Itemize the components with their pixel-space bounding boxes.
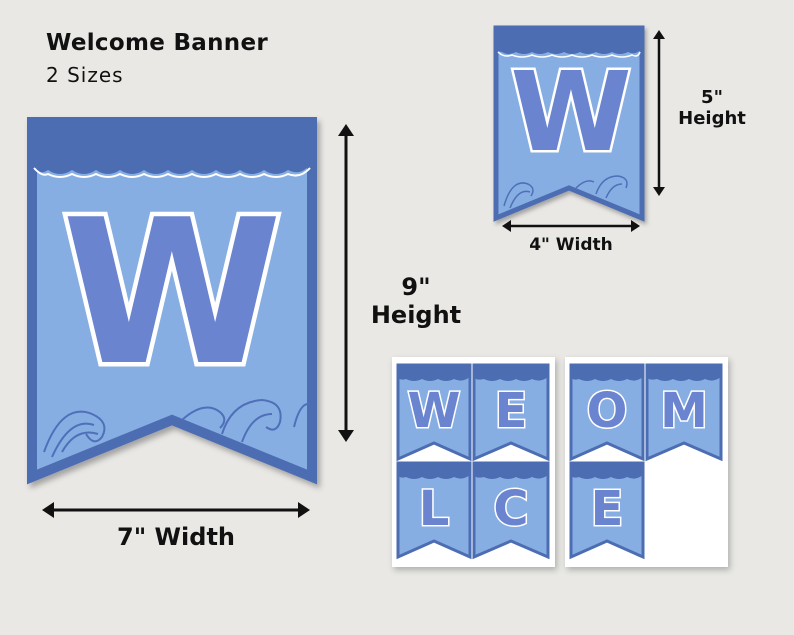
sheet-2-letter-2: M xyxy=(660,383,708,439)
small-width-label: 4" Width xyxy=(529,235,613,255)
small-height-value: 5" xyxy=(701,87,723,108)
large-banner-flag xyxy=(27,117,317,485)
large-height-word: Height xyxy=(370,300,462,329)
sheet-2-flag-3: E xyxy=(569,461,645,560)
sheet-1-flag-3: L xyxy=(396,461,472,560)
small-banner-letter-text: W xyxy=(510,48,631,176)
small-width-arrow xyxy=(502,220,640,232)
small-banner-flag xyxy=(493,25,645,222)
sheet-1-flag-4: C xyxy=(472,461,550,560)
large-banner-letter-text: W xyxy=(62,177,283,410)
banner-title: Welcome Banner xyxy=(46,30,268,56)
sheet-1-letter-4: C xyxy=(493,481,528,537)
sheet-1-letter-3: L xyxy=(419,481,450,537)
small-height-label: 5" Height xyxy=(664,87,760,129)
sheet-2-flag-1: O xyxy=(569,363,645,462)
sheet-2-flag-2: M xyxy=(645,363,723,462)
sheet-2-letter-1: O xyxy=(587,383,628,439)
sheet-1-letter-2: E xyxy=(495,383,528,439)
large-height-label: 9" Height xyxy=(346,273,486,329)
sheet-2-letter-3: E xyxy=(591,481,624,537)
small-height-word: Height xyxy=(678,107,746,129)
large-width-arrow xyxy=(42,502,310,518)
large-banner-letter: W xyxy=(57,173,287,415)
sheet-1-flag-2: E xyxy=(472,363,550,462)
sheet-1-letter-1: W xyxy=(408,383,461,439)
large-height-arrow xyxy=(338,124,354,442)
large-width-label: 7" Width xyxy=(117,523,235,551)
sheet-1-flags: W E L C xyxy=(396,363,550,560)
sheet-1-flag-1: W xyxy=(396,363,472,462)
sheet-2-flags: O M E xyxy=(569,363,723,560)
banner-subtitle: 2 Sizes xyxy=(46,63,124,87)
small-banner-letter: W xyxy=(508,46,634,179)
small-height-arrow xyxy=(653,30,665,196)
large-height-value: 9" xyxy=(401,273,431,301)
